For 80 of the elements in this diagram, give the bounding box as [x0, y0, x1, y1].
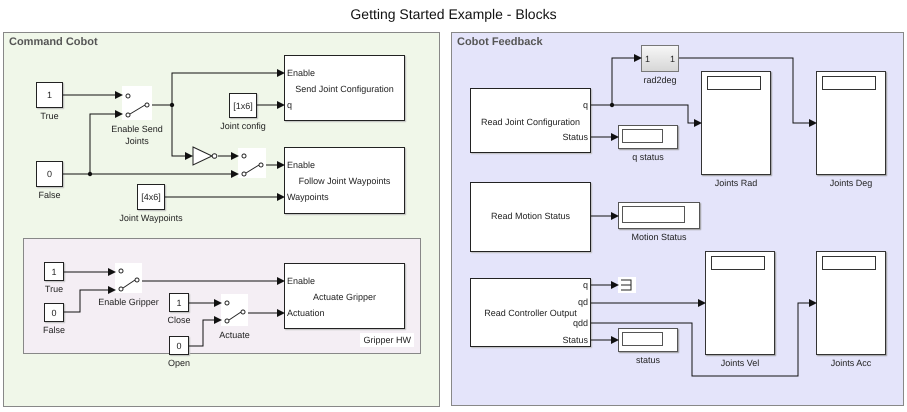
block-caption: Joints Rad [714, 177, 758, 189]
block-title: Read Controller Output [483, 308, 578, 318]
port-label: 1 [670, 54, 675, 64]
signal-arrow [590, 212, 619, 220]
signal-arrow [256, 101, 285, 109]
block-title: Read Motion Status [490, 211, 572, 221]
block-caption: q status [632, 151, 664, 163]
terminator-symbol [618, 277, 636, 293]
function-block [284, 147, 405, 214]
block-caption: Joint config [220, 120, 266, 132]
signal-arrow [218, 152, 239, 160]
block-title: Send Joint Configuration [294, 84, 395, 94]
block-caption: False [38, 189, 60, 201]
block-title: Actuate Gripper [312, 292, 378, 302]
port-label: qd [578, 297, 588, 307]
signal-arrow [64, 286, 116, 312]
port-label: Enable [287, 160, 316, 170]
port-label: q [582, 100, 588, 110]
inverter-symbol [192, 146, 218, 166]
subsystem-panel [3, 32, 440, 407]
constant-value: 0 [51, 308, 56, 318]
port-label: q [287, 100, 292, 110]
signal-arrow [64, 268, 116, 276]
panel-title: Gripper HW [360, 333, 414, 347]
port-label: Enable [287, 68, 316, 78]
signal-arrow [590, 133, 619, 141]
port-label: Status [562, 335, 588, 345]
signal-arrow [590, 299, 817, 376]
port-label: Waypoints [287, 192, 329, 202]
signal-arrow [590, 299, 706, 307]
panel-title: Command Cobot [9, 36, 98, 48]
constant-value: 0 [176, 340, 182, 350]
function-block [284, 55, 405, 121]
signal-arrow [678, 58, 817, 127]
port-label: 1 [645, 54, 650, 64]
constant-value: 1 [46, 90, 52, 100]
port-label: Enable [287, 276, 316, 286]
block-caption: Joints Acc [830, 357, 872, 369]
block-caption: Joints Vel [720, 357, 760, 369]
function-block [470, 88, 591, 153]
block-caption: rad2deg [643, 74, 677, 86]
block-caption: True [44, 283, 64, 295]
block-caption: False [43, 324, 65, 336]
subsystem-panel [451, 32, 904, 406]
port-label: q [582, 280, 588, 290]
switch-symbol [238, 148, 266, 178]
block-caption: Motion Status [631, 231, 687, 243]
block-caption: Open [168, 357, 190, 369]
signal-arrow [142, 277, 285, 285]
port-label: Status [562, 132, 588, 142]
signal-arrow [188, 316, 222, 346]
block-caption: Enable Send Joints [110, 123, 164, 147]
panel-title: Cobot Feedback [457, 36, 543, 48]
constant-value: 1 [176, 298, 182, 308]
signal-arrow [590, 281, 619, 289]
port-label: qdd [572, 318, 588, 328]
signal-arrow [62, 91, 123, 99]
constant-value: 1 [51, 266, 56, 276]
constant-value: [4x6] [141, 192, 161, 202]
block-caption: Joints Deg [830, 177, 872, 189]
constant-value: 0 [46, 169, 52, 179]
function-block [284, 263, 405, 329]
block-caption: True [40, 110, 59, 122]
function-block [470, 278, 591, 347]
signal-arrow [188, 299, 222, 307]
signal-arrow [590, 336, 619, 344]
block-caption: status [636, 354, 660, 366]
function-block [470, 182, 591, 252]
block-caption: Joint Waypoints [119, 212, 183, 224]
constant-value: [1x6] [233, 100, 253, 110]
block-title: Read Joint Configuration [480, 117, 582, 127]
signal-arrow [248, 309, 285, 317]
block-caption: Enable Gripper [98, 296, 159, 308]
block-caption: Actuate [219, 329, 250, 341]
signal-arrow [266, 161, 285, 169]
diagram-title: Getting Started Example - Blocks [349, 6, 558, 22]
block-title: Follow Joint Waypoints [298, 176, 392, 186]
signal-arrow [164, 193, 285, 201]
port-label: Actuation [287, 308, 325, 318]
block-caption: Close [168, 314, 190, 326]
